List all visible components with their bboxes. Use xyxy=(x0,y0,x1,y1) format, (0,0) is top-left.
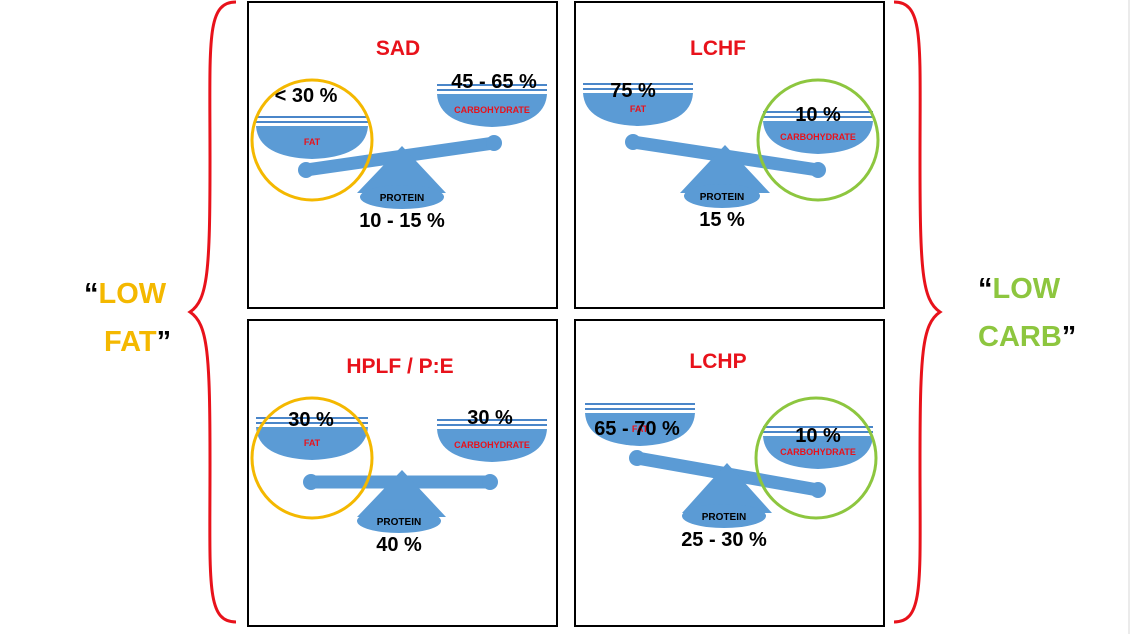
carbohydrate-pan xyxy=(437,94,547,127)
carbohydrate-value: 45 - 65 % xyxy=(451,71,537,93)
fat-pan-label: FAT xyxy=(630,104,647,114)
carbohydrate-pan-label: CARBOHYDRATE xyxy=(454,105,530,115)
fat-pan xyxy=(256,427,368,460)
carbohydrate-pan xyxy=(437,429,547,462)
highlight-ring xyxy=(754,396,878,520)
fulcrum-base xyxy=(682,504,766,528)
carbohydrate-pan xyxy=(763,121,873,154)
right-knob xyxy=(482,474,498,490)
fulcrum-base xyxy=(357,509,441,533)
right-knob xyxy=(486,135,502,151)
fulcrum-triangle xyxy=(680,145,770,193)
fat-pan xyxy=(256,126,368,159)
panel-3: HPLF / P:E FAT CARBOHYDRATE PROTEIN 30 % 30 %… xyxy=(247,319,558,627)
fat-pan xyxy=(583,93,693,126)
low-carb-word1: LOW xyxy=(992,273,1061,305)
low-fat-close-quote: ” xyxy=(156,326,172,358)
fat-value: < 30 % xyxy=(275,85,338,107)
panel-2: LCHF FAT CARBOHYDRATE PROTEIN 75 % 10 % 15 % xyxy=(574,1,885,309)
low-carb-open-quote: “ xyxy=(978,273,993,305)
left-knob xyxy=(298,162,314,178)
fat-pan-label: FAT xyxy=(304,438,321,448)
low-fat-open-quote: “ xyxy=(84,278,99,310)
fat-value: 65 - 70 % xyxy=(594,418,680,440)
fat-pan-label: FAT xyxy=(304,137,321,147)
protein-label: PROTEIN xyxy=(700,192,744,203)
highlight-ring xyxy=(756,78,880,202)
fat-value: 75 % xyxy=(610,80,656,102)
fat-pan-label: FAT xyxy=(632,424,649,434)
right-brace xyxy=(893,0,943,624)
carbohydrate-pan-label: CARBOHYDRATE xyxy=(780,132,856,142)
right-knob xyxy=(810,162,826,178)
carbohydrate-pan-label: CARBOHYDRATE xyxy=(454,440,530,450)
panel-4: LCHP FAT CARBOHYDRATE PROTEIN 65 - 70 % 10 % 2… xyxy=(574,319,885,627)
fat-pan xyxy=(585,413,695,446)
left-knob xyxy=(303,474,319,490)
panel-title: HPLF / P:E xyxy=(346,355,453,378)
highlight-ring xyxy=(250,396,374,520)
panel-1: SAD FAT CARBOHYDRATE PROTEIN < 30 % 45 - 65 %… xyxy=(247,1,558,309)
low-fat-word1: LOW xyxy=(98,278,167,310)
protein-label: PROTEIN xyxy=(702,512,746,523)
protein-value: 10 - 15 % xyxy=(359,210,445,232)
panel-title: LCHF xyxy=(690,37,746,60)
fulcrum-base xyxy=(684,184,760,208)
low-carb-word2: CARB xyxy=(978,321,1062,353)
left-knob xyxy=(629,450,645,466)
low-fat-word2: FAT xyxy=(104,326,157,358)
fulcrum-triangle xyxy=(357,146,446,193)
highlight-ring xyxy=(250,78,374,202)
carbohydrate-value: 30 % xyxy=(467,407,513,429)
fulcrum-base xyxy=(360,185,444,209)
carbohydrate-value: 10 % xyxy=(795,425,841,447)
protein-label: PROTEIN xyxy=(380,193,424,204)
protein-value: 15 % xyxy=(699,209,745,231)
carbohydrate-pan-label: CARBOHYDRATE xyxy=(780,447,856,457)
panel-title: LCHP xyxy=(689,350,746,373)
protein-value: 40 % xyxy=(376,534,422,556)
low-fat-label: “LOW FAT” xyxy=(84,270,194,366)
fat-value: 30 % xyxy=(288,409,334,431)
protein-value: 25 - 30 % xyxy=(681,529,767,551)
carbohydrate-pan xyxy=(763,436,873,469)
low-carb-label: “LOW CARB” xyxy=(978,265,1098,361)
right-knob xyxy=(810,482,826,498)
carbohydrate-value: 10 % xyxy=(795,104,841,126)
low-carb-close-quote: ” xyxy=(1061,321,1077,353)
panel-title: SAD xyxy=(376,37,420,60)
fulcrum-triangle xyxy=(357,470,446,517)
protein-label: PROTEIN xyxy=(377,517,421,528)
left-brace xyxy=(187,0,237,624)
fulcrum-triangle xyxy=(682,463,772,513)
left-knob xyxy=(625,134,641,150)
